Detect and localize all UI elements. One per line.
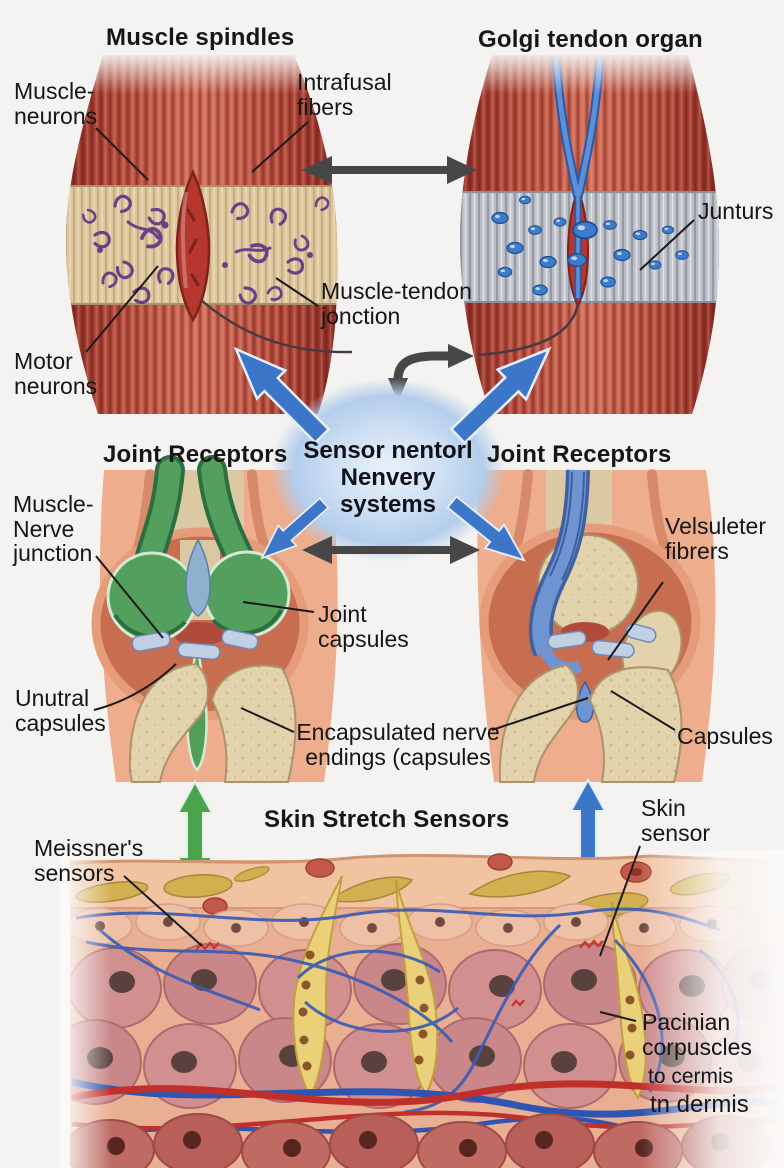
pointer-junturs	[639, 219, 695, 271]
pointer-capsules	[610, 690, 676, 731]
pointer-muscle-nerve-junction	[95, 555, 164, 639]
nerve-lines	[200, 299, 580, 357]
knee-ligaments-left	[131, 628, 259, 660]
pointer-unutral	[93, 663, 177, 711]
label-muscle-nerve-junction: Muscle- Nerve junction	[13, 491, 94, 567]
pointer-meissners	[123, 875, 203, 947]
central-bubble-label: Sensor nentorl Nenvery systems	[303, 437, 473, 518]
title-joint-receptors-left: Joint Receptors	[103, 441, 288, 468]
pointer-muscle-tendon	[275, 277, 319, 307]
follicle-dots	[298, 950, 637, 1071]
pointer-joint-capsules	[242, 601, 315, 613]
label-pacinian-corpuscles: Pacinian corpuscles	[642, 1009, 752, 1060]
intrafusal-neuron-squiggles	[80, 192, 332, 308]
muscle-top-fade	[40, 52, 740, 94]
title-muscle-spindles: Muscle spindles	[106, 24, 295, 51]
knee-ligaments-right	[547, 623, 657, 659]
pointer-pacinian	[599, 1011, 637, 1022]
label-muscle-tendon-jonction: Muscle-tendon jonction	[321, 278, 472, 329]
muscle-spindle-figure	[66, 55, 338, 414]
stretch-arrow-top	[302, 156, 477, 184]
tibia-bones-right	[498, 663, 683, 783]
tibia-bones-left	[128, 662, 297, 783]
label-encapsulated-nerve-endings: Encapsulated nerve endings (capsules	[296, 719, 500, 770]
golgi-tendon-figure	[460, 55, 720, 414]
label-to-cermis: to cermis	[648, 1065, 734, 1088]
stretch-arrow-middle	[302, 536, 480, 564]
label-skin-sensor: Skin sensor	[641, 795, 711, 846]
pointer-encapsulated-left	[240, 707, 295, 733]
pointer-intrafusal-fibers	[251, 121, 309, 173]
label-tn-dermis: tn dermis	[650, 1091, 749, 1118]
joint-receptor-right-figure	[477, 469, 716, 783]
pointer-skin-sensor	[599, 845, 641, 957]
central-bubble	[270, 378, 506, 562]
label-joint-capsules: Joint capsules	[318, 601, 409, 652]
label-capsules: Capsules	[677, 723, 773, 749]
joint-receptor-left-figure	[91, 455, 338, 783]
skin-left-fade	[60, 850, 112, 1168]
title-golgi-tendon-organ: Golgi tendon organ	[478, 26, 703, 53]
label-junturs: Junturs	[698, 198, 774, 224]
label-intrafusal-fibers: Intrafusal fibers	[297, 69, 392, 120]
pointer-velsuleter	[607, 581, 664, 661]
label-meissners-sensors: Meissner's sensors	[34, 835, 144, 886]
skin-right-fade	[640, 850, 784, 1168]
pointer-encapsulated-right	[491, 697, 589, 731]
joint-nerve-band	[528, 469, 594, 723]
label-unutral-capsules: Unutral capsules	[15, 685, 106, 736]
synovial-drop	[185, 538, 211, 617]
label-muscle-neurons: Muscle- neurons	[14, 78, 98, 129]
label-velsuleter-fibrers: Velsuleter fibrers	[665, 513, 767, 564]
label-motor-neurons: Motor neurons	[14, 348, 98, 399]
pointer-motor-neurons	[85, 265, 159, 353]
pointer-muscle-neurons	[95, 127, 149, 181]
pointer-lines	[85, 121, 695, 1022]
title-skin-stretch-sensors: Skin Stretch Sensors	[264, 806, 510, 833]
title-joint-receptors-right: Joint Receptors	[487, 441, 672, 468]
